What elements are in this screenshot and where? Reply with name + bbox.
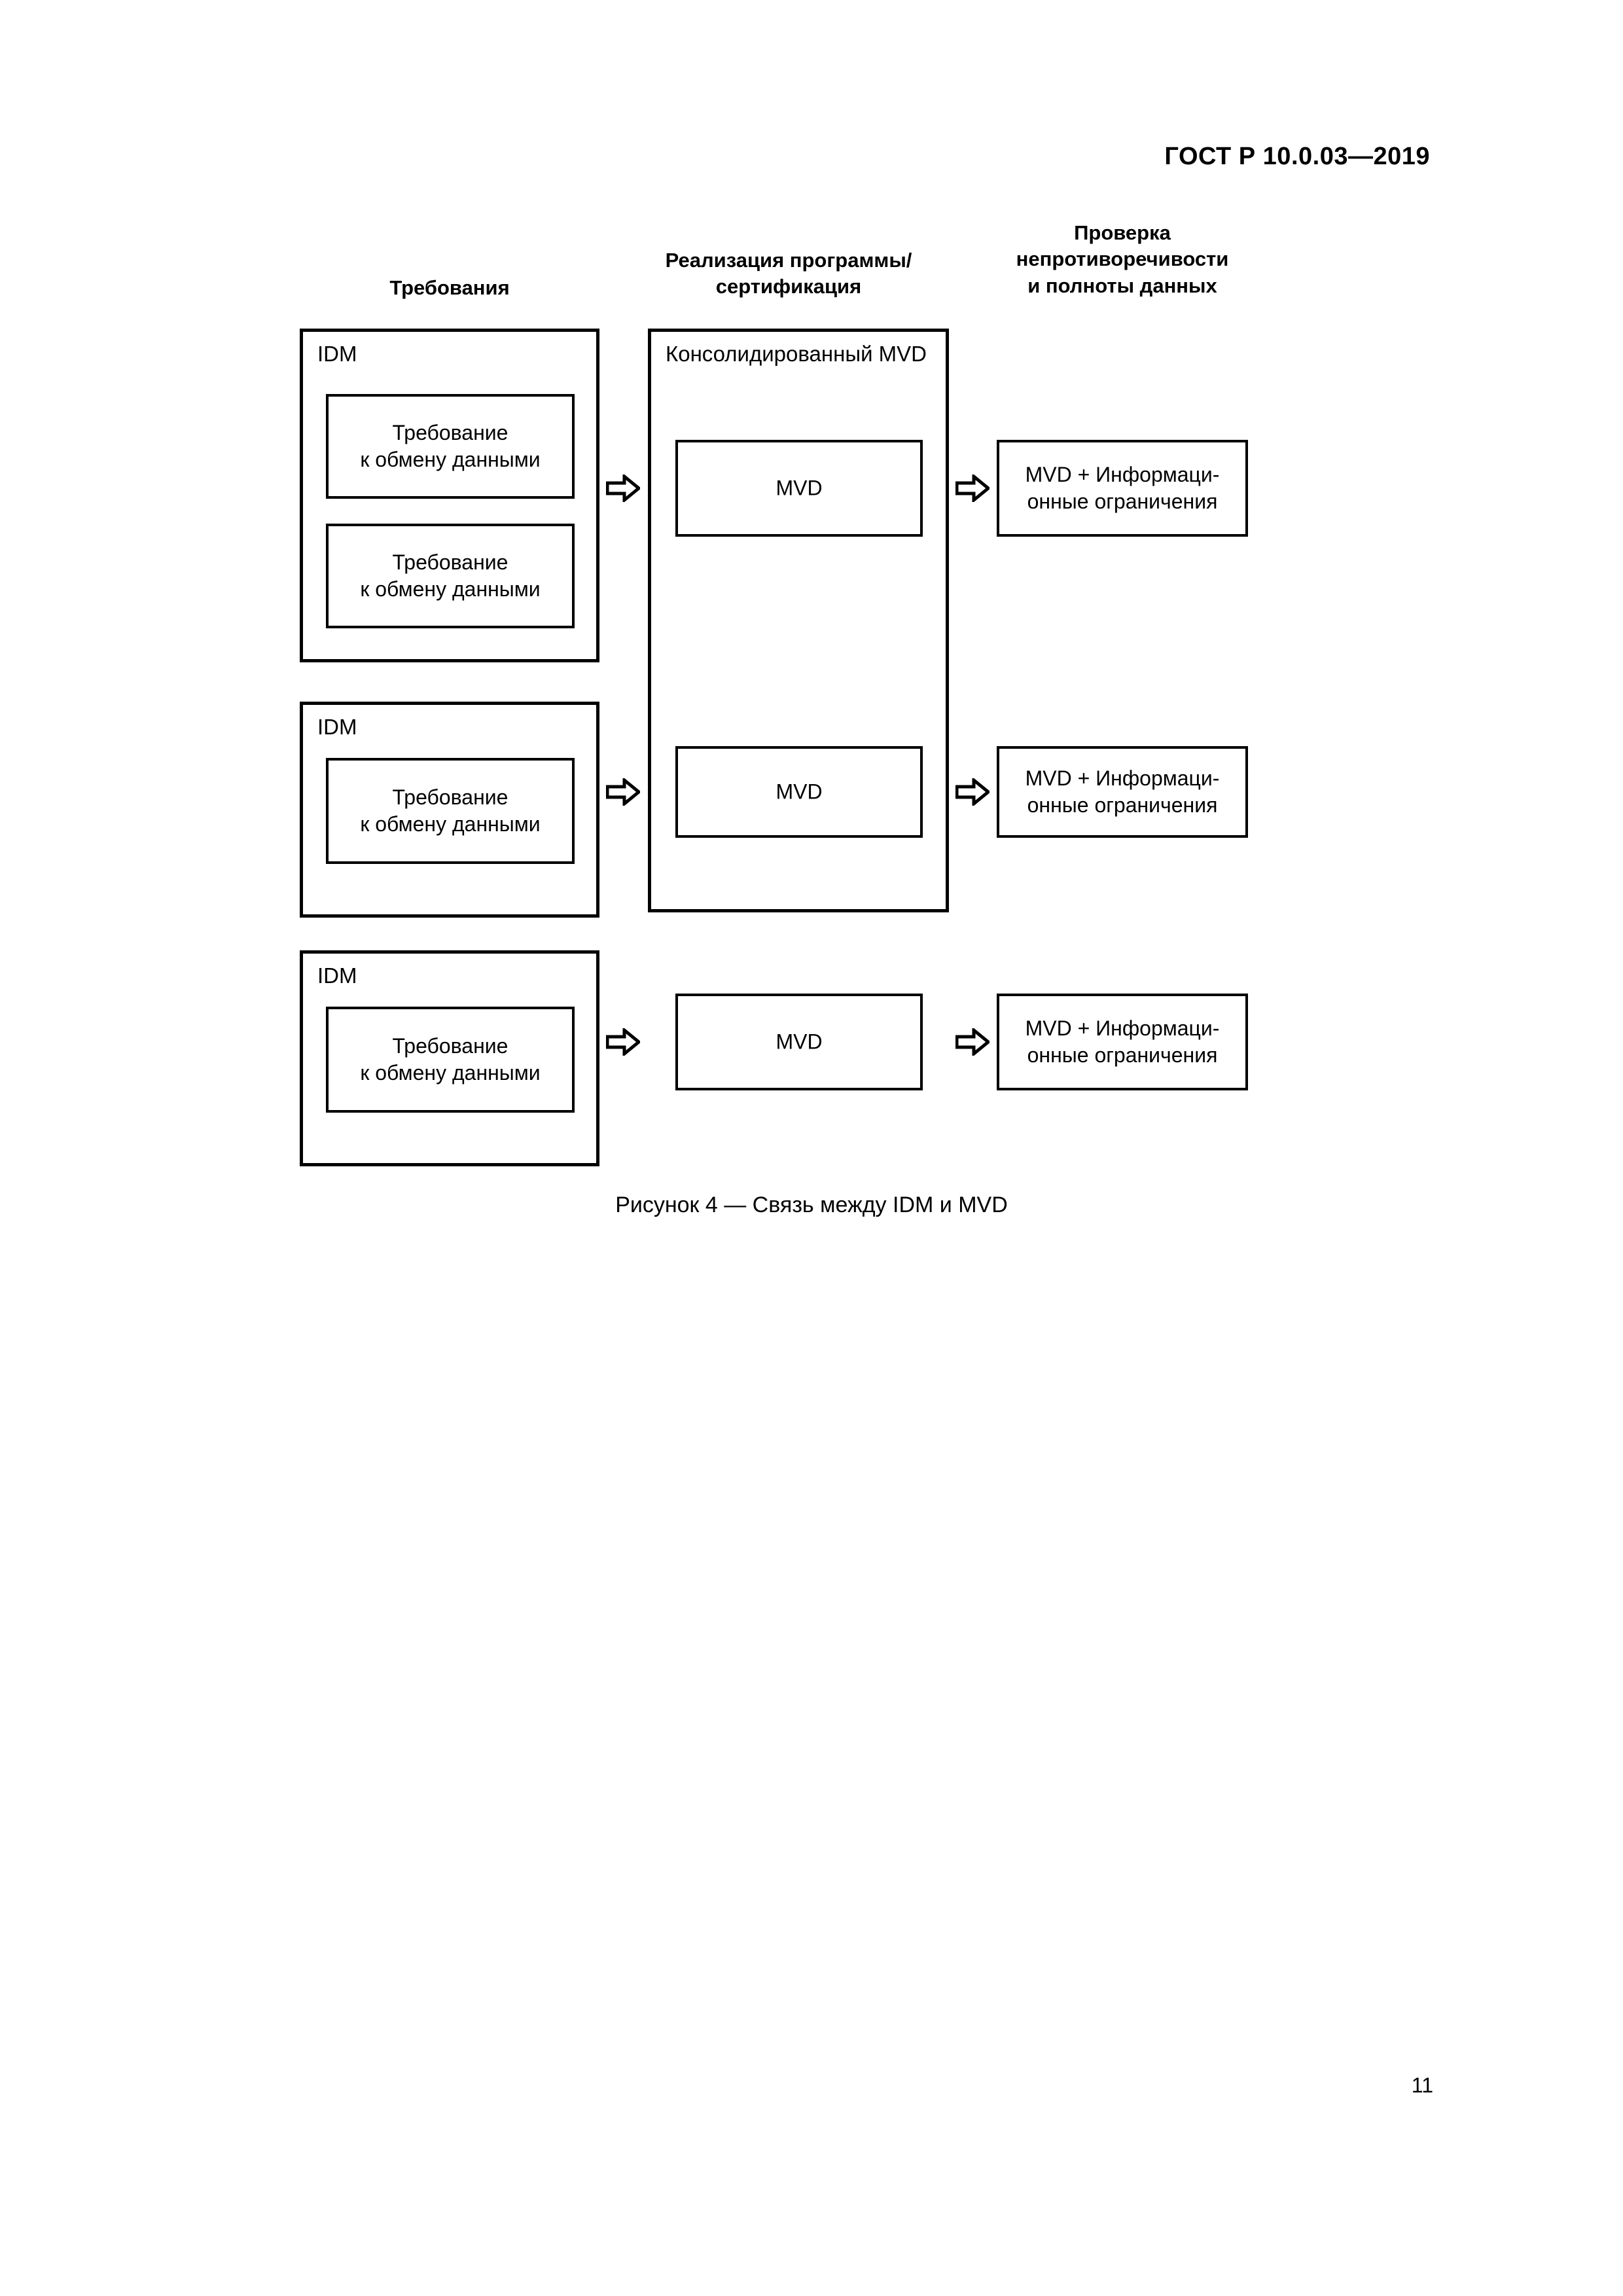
column-caption-implementation-line2: сертификация	[715, 275, 862, 298]
requirement-box-3: Требование к обмену данными	[326, 1007, 575, 1113]
result-box-2-line2: онные ограничения	[1027, 793, 1218, 817]
result-box-2: MVD + Информаци- онные ограничения	[997, 746, 1248, 838]
mvd-box-3: MVD	[675, 994, 923, 1090]
requirement-box-2-text: Требование к обмену данными	[329, 784, 572, 838]
right-block-arrow-icon	[603, 469, 643, 508]
requirement-box-1b: Требование к обмену данными	[326, 524, 575, 628]
requirement-box-2-line1: Требование	[392, 785, 508, 810]
idm-block-2-label: IDM	[317, 715, 357, 739]
column-caption-validation: Проверка непротиворечивости и полноты да…	[982, 220, 1263, 299]
requirement-box-1a-line2: к обмену данными	[360, 448, 541, 471]
requirement-box-2: Требование к обмену данными	[326, 758, 575, 864]
running-head: ГОСТ Р 10.0.03—2019	[1164, 143, 1430, 170]
column-caption-requirements: Требования	[300, 275, 599, 301]
mvd-box-1-label: MVD	[776, 476, 823, 500]
result-box-3: MVD + Информаци- онные ограничения	[997, 994, 1248, 1090]
requirement-box-1b-line1: Требование	[392, 550, 508, 575]
page-number: 11	[1411, 2073, 1433, 2097]
requirement-box-1a-line1: Требование	[392, 421, 508, 445]
right-block-arrow-icon	[603, 1022, 643, 1062]
result-box-3-line1: MVD + Информаци-	[1025, 1016, 1220, 1041]
mvd-box-2-label: MVD	[776, 780, 823, 804]
requirement-box-1a: Требование к обмену данными	[326, 394, 575, 499]
result-box-3-line2: онные ограничения	[1027, 1043, 1218, 1067]
figure-caption: Рисунок 4 — Связь между IDM и MVD	[615, 1193, 1008, 1217]
idm-block-3-label: IDM	[317, 963, 357, 988]
column-caption-validation-line3: и полноты данных	[1027, 274, 1217, 297]
right-block-arrow-icon	[953, 772, 992, 812]
result-box-1: MVD + Информаци- онные ограничения	[997, 440, 1248, 537]
result-box-1-line1: MVD + Информаци-	[1025, 463, 1220, 487]
result-box-1-text: MVD + Информаци- онные ограничения	[999, 461, 1245, 515]
result-box-2-line1: MVD + Информаци-	[1025, 766, 1220, 791]
figure-4: Требования Реализация программы/ сертифи…	[300, 220, 1263, 1217]
requirement-box-3-line2: к обмену данными	[360, 1061, 541, 1085]
result-box-3-text: MVD + Информаци- онные ограничения	[999, 1015, 1245, 1069]
column-caption-requirements-line1: Требования	[389, 276, 510, 299]
column-caption-validation-line2: непротиворечивости	[1016, 247, 1229, 271]
mvd-box-1: MVD	[675, 440, 923, 537]
column-caption-implementation: Реализация программы/ сертификация	[628, 247, 949, 300]
requirement-box-1a-text: Требование к обмену данными	[329, 420, 572, 473]
requirement-box-3-text: Требование к обмену данными	[329, 1033, 572, 1086]
result-box-2-text: MVD + Информаци- онные ограничения	[999, 765, 1245, 819]
result-box-1-line2: онные ограничения	[1027, 490, 1218, 513]
column-caption-implementation-line1: Реализация программы/	[665, 249, 912, 272]
column-caption-validation-line1: Проверка	[1074, 221, 1171, 244]
requirement-box-2-line2: к обмену данными	[360, 812, 541, 836]
right-block-arrow-icon	[603, 772, 643, 812]
consolidated-mvd-label: Консолидированный MVD	[666, 342, 927, 366]
mvd-box-2: MVD	[675, 746, 923, 838]
requirement-box-1b-text: Требование к обмену данными	[329, 549, 572, 603]
right-block-arrow-icon	[953, 1022, 992, 1062]
requirement-box-3-line1: Требование	[392, 1034, 508, 1058]
requirement-box-1b-line2: к обмену данными	[360, 577, 541, 601]
idm-block-1-label: IDM	[317, 342, 357, 366]
right-block-arrow-icon	[953, 469, 992, 508]
mvd-box-3-label: MVD	[776, 1030, 823, 1054]
